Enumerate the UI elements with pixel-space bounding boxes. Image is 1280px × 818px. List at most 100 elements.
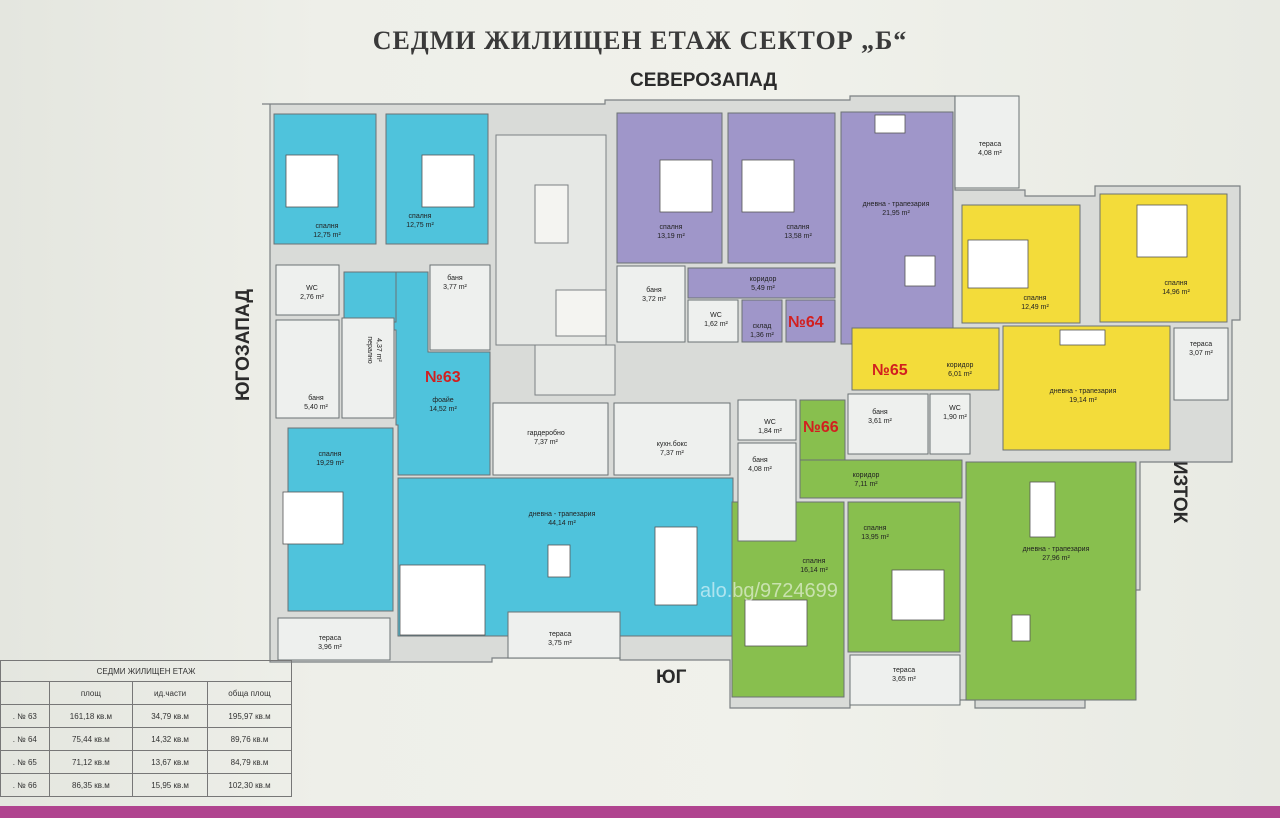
room-area: 13,95 m²	[861, 534, 889, 541]
sofa-icon	[399, 564, 486, 636]
room-name: спалня	[864, 525, 887, 532]
room-name: WC	[710, 312, 722, 319]
room-name: перално	[366, 336, 373, 363]
room-labels: спалня 12,75 m² спалня 12,75 m² WC 2,76 …	[300, 141, 1213, 683]
bed-icon	[741, 159, 795, 213]
summary-cell: 75,44 кв.м	[48, 727, 134, 751]
room-name: коридор	[853, 472, 880, 479]
a64-hall	[785, 299, 836, 343]
bed-icon	[744, 599, 808, 647]
summary-cell: 86,35 кв.м	[48, 773, 134, 797]
room-area: 3,96 m²	[318, 644, 342, 651]
bed-icon	[421, 154, 475, 208]
plan-title: СЕДМИ ЖИЛИЩЕН ЕТАЖ СЕКТОР „Б“	[372, 26, 908, 55]
apartment-64-wet-rooms	[616, 95, 1020, 343]
unit-65-label: №65	[872, 362, 908, 379]
room-area: 13,19 m²	[657, 233, 685, 240]
room-name: спалня	[1165, 280, 1188, 287]
coffee-table-icon	[1011, 614, 1031, 642]
a64-storage	[741, 299, 783, 343]
apartment-66-wet-rooms	[737, 399, 961, 706]
room-name: дневна - трапезария	[863, 201, 930, 208]
summary-header: обща площ	[207, 681, 292, 705]
room-name: тераса	[979, 141, 1001, 148]
room-area: 1,84 m²	[758, 428, 782, 435]
summary-cell: 34,79 кв.м	[132, 704, 209, 728]
room-area: 44,14 m²	[548, 520, 576, 527]
bed-icon	[659, 159, 713, 213]
direction-north: СЕВЕРОЗАПАД	[630, 70, 777, 91]
room-name: спалня	[1024, 295, 1047, 302]
dining-table-icon	[654, 526, 698, 606]
room-area: 7,11 m²	[854, 481, 878, 488]
room-name: баня	[447, 274, 463, 282]
summary-cell: . № 66	[0, 773, 50, 797]
summary-row: . № 63 161,18 кв.м 34,79 кв.м 195,97 кв.…	[0, 704, 292, 728]
room-name: баня	[646, 286, 662, 294]
summary-row: . № 64 75,44 кв.м 14,32 кв.м 89,76 кв.м	[0, 727, 292, 751]
bed-icon	[891, 569, 945, 621]
a65-corridor	[851, 327, 1000, 391]
room-area: 3,72 m²	[642, 296, 666, 303]
kitchen-counter-icon	[874, 114, 906, 134]
room-area: 3,61 m²	[868, 418, 892, 425]
room-area: 3,77 m²	[443, 284, 467, 291]
bed-icon	[967, 239, 1029, 289]
room-area: 4,08 m²	[748, 466, 772, 473]
room-area: 5,49 m²	[751, 285, 775, 292]
room-area: 21,95 m²	[882, 210, 910, 217]
summary-cell: 13,67 кв.м	[132, 750, 209, 774]
summary-cell: . № 64	[0, 727, 50, 751]
room-name: спалня	[316, 223, 339, 230]
a64-corridor	[687, 267, 836, 299]
room-area: 14,52 m²	[429, 406, 457, 413]
room-name: фоайе	[432, 396, 453, 404]
room-name: тераса	[1190, 341, 1212, 348]
unit-66-label: №66	[803, 419, 839, 436]
room-area: 3,75 m²	[548, 640, 572, 647]
room-name: дневна - трапезария	[1023, 546, 1090, 553]
room-name: тераса	[893, 667, 915, 674]
room-name: дневна - трапезария	[529, 511, 596, 518]
summary-cell: 161,18 кв.м	[48, 704, 134, 728]
room-name: спалня	[803, 558, 826, 565]
room-name: WC	[764, 419, 776, 426]
room-name: баня	[752, 456, 768, 464]
apartment-63-wet-rooms	[275, 264, 731, 661]
magenta-border-strip	[0, 806, 1280, 818]
summary-cell: 102,30 кв.м	[207, 773, 292, 797]
a64-living	[840, 111, 954, 345]
room-name: спалня	[660, 224, 683, 231]
kitchen-counter-icon	[1059, 329, 1106, 346]
room-name: дневна - трапезария	[1050, 388, 1117, 395]
room-name: WC	[949, 405, 961, 412]
summary-table: СЕДМИ ЖИЛИЩЕН ЕТАЖ площ ид.части обща пл…	[0, 660, 292, 806]
unit-labels: №63 №64 №65 №66	[425, 314, 908, 436]
room-area: 1,36 m²	[750, 332, 774, 339]
room-area: 2,76 m²	[300, 294, 324, 301]
room-name: гардеробно	[527, 429, 565, 437]
room-area: 19,29 m²	[316, 460, 344, 467]
summary-cell: 89,76 кв.м	[207, 727, 292, 751]
room-area: 19,14 m²	[1069, 397, 1097, 404]
a63-entry	[343, 271, 397, 323]
bed-icon	[1136, 204, 1188, 258]
room-area: 3,07 m²	[1189, 350, 1213, 357]
summary-cell: 71,12 кв.м	[48, 750, 134, 774]
stair-core	[495, 134, 616, 396]
room-area: 12,75 m²	[406, 222, 434, 229]
room-area: 6,01 m²	[948, 371, 972, 378]
room-area: 27,96 m²	[1042, 555, 1070, 562]
room-name: коридор	[750, 276, 777, 283]
summary-header: площ	[48, 681, 134, 705]
summary-row: . № 66 86,35 кв.м 15,95 кв.м 102,30 кв.м	[0, 773, 292, 797]
unit-63-label: №63	[425, 369, 461, 386]
room-area: 12,75 m²	[313, 232, 341, 239]
a65-living	[1002, 325, 1171, 451]
room-area: 7,37 m²	[534, 439, 558, 446]
apartment-65-wet-rooms	[847, 327, 1229, 455]
room-area: 7,37 m²	[660, 450, 684, 457]
unit-64-label: №64	[788, 314, 824, 331]
